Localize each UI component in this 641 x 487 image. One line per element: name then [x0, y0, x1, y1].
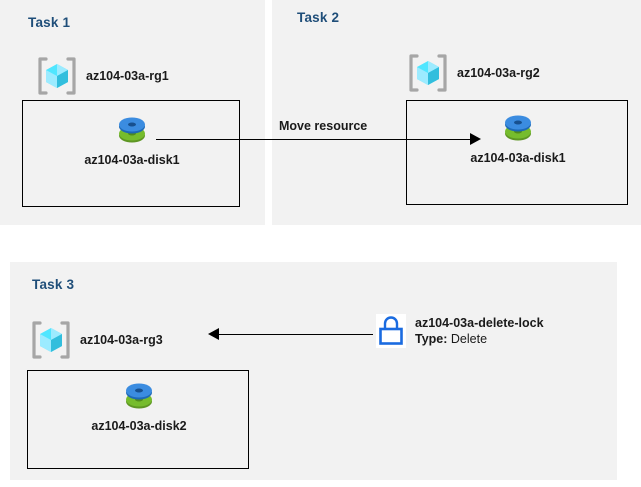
delete-lock-type-label: Type:: [415, 332, 448, 346]
resource-disk-task1: az104-03a-disk1: [23, 113, 241, 169]
padlock-icon: [376, 314, 406, 348]
resource-group-box-task1: az104-03a-disk1: [22, 100, 240, 207]
delete-lock-type-value: Delete: [450, 332, 488, 346]
resource-group-label-task3: az104-03a-rg3: [80, 333, 163, 347]
delete-lock-text: az104-03a-delete-lock Type: Delete: [415, 314, 544, 347]
delete-lock-annotation: az104-03a-delete-lock Type: Delete: [376, 314, 544, 348]
azure-disk-icon: [119, 117, 145, 143]
resource-group-label-task2: az104-03a-rg2: [457, 66, 540, 80]
resource-group-box-task2: az104-03a-disk1: [406, 100, 628, 205]
resource-group-box-task3: az104-03a-disk2: [27, 370, 249, 469]
azure-disk-icon: [505, 115, 531, 141]
panel-title-task2: Task 2: [297, 10, 340, 25]
arrow-caption-move-resource: Move resource: [279, 119, 368, 133]
resource-group-task1: az104-03a-rg1: [36, 56, 169, 96]
panel-title-task1: Task 1: [28, 15, 71, 30]
resource-disk-task2: az104-03a-disk1: [407, 111, 629, 167]
arrow-head-right-icon: [470, 133, 481, 145]
resource-disk-task3: az104-03a-disk2: [28, 379, 250, 435]
panel-task3: [10, 262, 617, 480]
resource-group-task3: az104-03a-rg3: [30, 320, 163, 360]
panel-task2: [272, 0, 641, 225]
panel-title-task3: Task 3: [32, 277, 75, 292]
resource-disk-label-task2: az104-03a-disk1: [470, 151, 566, 165]
arrow-line-lock: [215, 334, 373, 335]
azure-disk-icon: [126, 383, 152, 409]
arrow-line-move-resource: [156, 139, 476, 140]
resource-group-label-task1: az104-03a-rg1: [86, 69, 169, 83]
delete-lock-type: Type: Delete: [415, 331, 544, 347]
azure-resource-group-icon: [36, 56, 78, 96]
azure-resource-group-icon: [407, 53, 449, 93]
azure-resource-group-icon: [30, 320, 72, 360]
panel-task1: [0, 0, 265, 225]
resource-disk-label-task3: az104-03a-disk2: [91, 419, 187, 433]
delete-lock-name: az104-03a-delete-lock: [415, 316, 544, 330]
resource-group-task2: az104-03a-rg2: [407, 53, 540, 93]
arrow-head-left-icon: [208, 328, 219, 340]
resource-disk-label-task1: az104-03a-disk1: [84, 153, 180, 167]
